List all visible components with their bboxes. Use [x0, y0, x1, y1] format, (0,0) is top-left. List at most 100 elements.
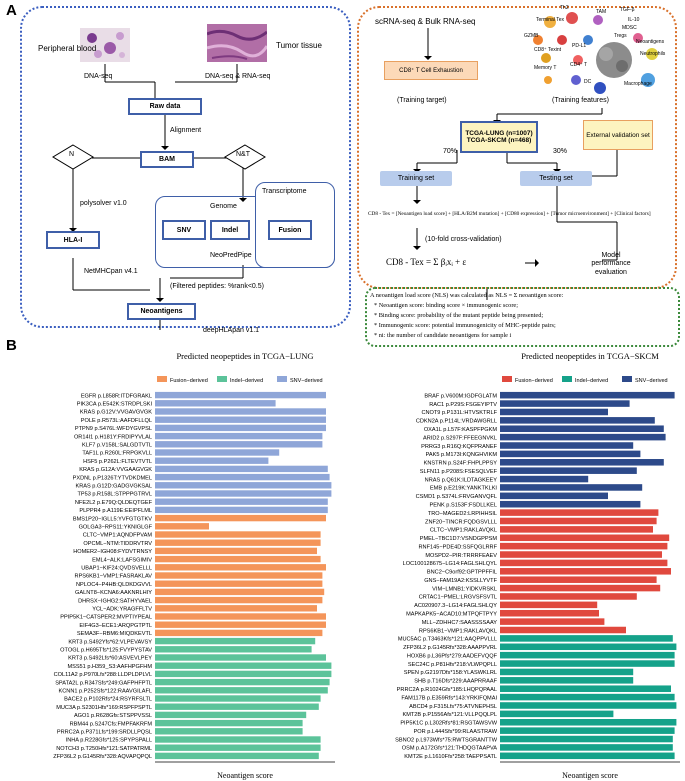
tick-label: TP53 p.R158L:STPPPGTRVL	[77, 492, 152, 498]
right-flow-connectors	[413, 28, 618, 300]
tick-label: TAF1L p.R260L:FRPGKVLL	[82, 451, 152, 457]
bar	[500, 693, 675, 701]
genomic-pipeline-panel	[20, 6, 351, 328]
bar	[500, 484, 643, 491]
bar	[155, 728, 303, 735]
tick-label: RPS6KB1−VMP1:FASRAKLAV	[75, 574, 153, 580]
bar	[500, 735, 673, 743]
tick-label: EMB p.E219K:YANKTKLKI	[430, 486, 497, 492]
tick-label: OPCML−NTM:TIDDRVTRV	[83, 541, 152, 547]
scrna-label: scRNA-seq & Bulk RNA-seq	[375, 17, 476, 26]
cell-dc: DC	[584, 79, 592, 85]
tick-label: VIM−LMNB1:YIDKVRSKL	[432, 586, 497, 592]
bar	[500, 618, 605, 625]
tick-label: HOMER2−IGH08:FYDVTRNSY	[73, 549, 152, 555]
bar	[500, 500, 641, 508]
tick-label: CRTAC1−PMEL:LRGVSFSVTL	[419, 595, 497, 601]
bar	[500, 509, 659, 516]
tick-label: LOC100128675−LG14:FAGLSHLQYL	[403, 561, 497, 567]
legend-swatch	[502, 376, 512, 382]
tick-label: POR p.L444Sfs*99:RLAASTRAW	[414, 729, 498, 735]
tick-label: SEC24C p.P81Hfs*218:VLWPQPLL	[408, 662, 497, 668]
bar	[500, 593, 637, 600]
bar	[500, 635, 673, 642]
bar	[500, 752, 675, 760]
pct70-label: 70%	[443, 148, 458, 155]
tick-label: PRRG3 p.R16Q:KQFPRANEF	[421, 444, 497, 450]
tick-label: OSM p.A172Gfs*121:THDQGTAAPVA	[402, 746, 497, 752]
bar	[500, 601, 598, 609]
tick-label: AC020907.3−LG14:FAGLSHLQY	[414, 603, 497, 609]
bar	[155, 654, 326, 661]
bar	[155, 719, 303, 727]
nls-line: * ni: the number of candidate neoantigen…	[374, 332, 512, 339]
tick-label: INHA p.R228Gfs*125:SPYPSPALL	[66, 738, 152, 744]
bar	[155, 523, 209, 530]
external-validation-box: External validation set	[583, 120, 653, 150]
tick-label: KNSTRN p.S24F:FHPLPPSY	[424, 461, 498, 467]
bar	[500, 710, 614, 718]
filtered-label: (Filtered peptides: %rank<0.5)	[170, 283, 264, 290]
tick-label: PIK3CA p.E542K:STRDPLSKI	[77, 401, 153, 407]
cell-th2: Th2	[560, 5, 569, 11]
bar	[500, 517, 657, 525]
tick-label: OTOGL p.H695Tfs*125:FVYPYSTAV	[60, 647, 152, 653]
tick-label: KLF7 p.V158L:SALGDTVTL	[82, 442, 152, 448]
tick-label: AGO1 p.R628Gfs:STSPPVSSL	[74, 713, 152, 719]
model-formula: CD8 - Tex = Σ βᵢxᵢ + ε	[386, 257, 467, 267]
cross-validation-label: (10-fold cross-validation)	[425, 236, 502, 243]
tick-label: CLTC−VMP1:AQNDFPVAM	[83, 533, 153, 539]
legend-label: Fusion−derived	[170, 378, 208, 384]
tick-label: SPEN p.G2197Dfs*158:YLASWKLRL	[404, 670, 497, 676]
bar	[500, 744, 673, 751]
tick-label: GOLGA3−RPS11:YKNIGLGF	[79, 524, 153, 530]
tcga-box: TCGA-LUNG (n=1007) TCGA-SKCM (n=468)	[460, 121, 538, 153]
tick-label: YCL−ADK:YRAGFFLTV	[92, 606, 152, 612]
tick-label: RAC1 p.P29S:FSGEYIPTV	[429, 402, 497, 408]
tick-label: NRAS p.Q61K:ILDTAGKEEY	[425, 477, 498, 483]
bar	[500, 551, 662, 558]
bar	[500, 668, 634, 676]
model-eval-label: Model performance evaluation	[591, 252, 631, 276]
bar	[155, 506, 328, 514]
bar	[500, 534, 670, 542]
bar	[500, 576, 657, 583]
tick-label: ABCD4 p.F315Lfs*75:ATVNEPHSL	[409, 704, 497, 710]
bar	[500, 685, 671, 692]
tcga-skcm-label: TCGA-SKCM (n=468)	[466, 137, 532, 144]
tick-label: GALNT8−KCNA6:AAKNRLHIY	[75, 590, 152, 596]
transcriptome-label: Transcriptome	[262, 188, 307, 195]
tick-label: KCNN1 p.P252Sfs*122:RAAVGILAFL	[59, 688, 152, 694]
tick-label: GNS−FAM19A2:KSSLLYVTF	[424, 578, 497, 584]
bar	[155, 498, 328, 505]
tick-label: ZNF20−TINCR:FQDGSVLLL	[425, 519, 497, 525]
tick-label: POLE p.R573L:AAFDFLLQL	[81, 418, 152, 424]
tick-label: CSMD1 p.S374L:FRVGANVQFL	[416, 494, 497, 500]
neopeptide-charts: Predicted neopeptides in TCGA−LUNGFusion…	[53, 351, 680, 780]
bar	[500, 475, 589, 483]
cell-memory-t: Memory T	[534, 65, 557, 71]
alignment-label: Alignment	[170, 127, 202, 134]
tick-label: OXA1L p.L57F:KASPFPGKM	[424, 427, 498, 433]
tick-label: KRAS p.G12V:VVGAVGVGK	[80, 410, 152, 416]
bar	[155, 687, 328, 694]
legend-label: Indel−derived	[575, 378, 608, 384]
tick-label: NFE2L2 p.E79Q:QLDEQTGEF	[75, 500, 153, 506]
bar	[155, 752, 319, 760]
bar	[500, 542, 668, 550]
chart-title: Predicted neopeptides in TCGA−SKCM	[521, 351, 659, 361]
legend-label: Fusion−derived	[515, 378, 553, 384]
tick-label: KMT2E p.L1610Ffs*258:TAEPPSATL	[404, 754, 497, 760]
tick-label: PMEL−TBC1D7:VSNDGPPSM	[420, 536, 498, 542]
bar	[155, 605, 317, 612]
tick-label: RPS6KB1−VMP1:RAKLAVQKL	[419, 628, 497, 634]
bar	[155, 703, 319, 710]
bar	[155, 555, 321, 563]
left-flow-connectors	[69, 64, 247, 330]
tick-label: ZFP36L2 p.G145Rfs*328:AAAPPVRL	[403, 645, 497, 651]
genome-label: Genome	[210, 203, 237, 210]
tick-label: PRRC2A p.R1024Gfs*185:LHQPQPAAL	[397, 687, 497, 693]
tick-label: KMT2B p.P1556Afs*121:VLLPQQLPL	[402, 712, 497, 718]
bar	[155, 514, 326, 522]
tick-label: KRT3 p.S492Yfs*62:VLPEVAVSY	[68, 639, 152, 645]
